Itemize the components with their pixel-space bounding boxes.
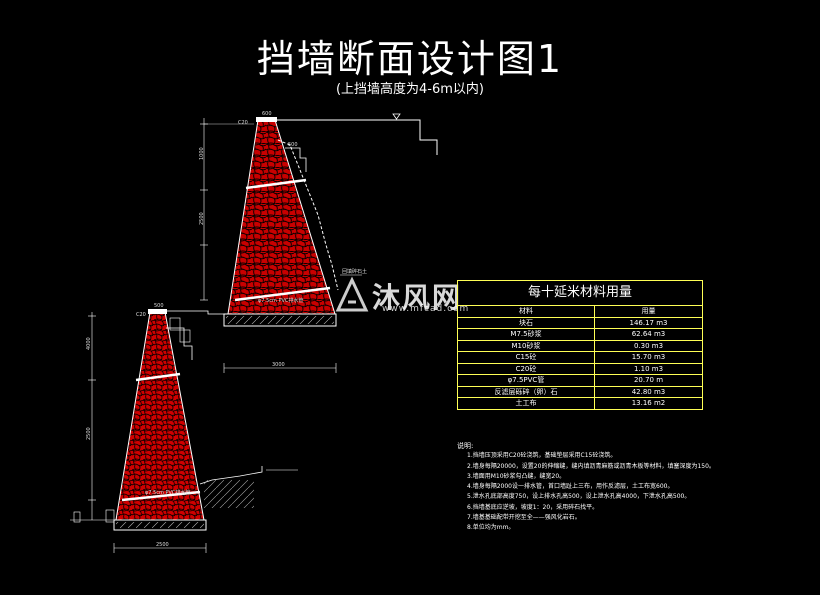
table-cell-quantity: 62.64 m3 [631, 330, 666, 338]
design-notes: 说明: 1.挡墙压顶采用C20砼浇筑，基础垫层采用C15砼浇筑。 2.墙身每隔2… [457, 441, 715, 534]
table-cell-quantity: 13.16 m2 [631, 399, 666, 407]
table-cell-quantity: 0.30 m3 [633, 341, 664, 350]
table-cell-material: M10砂浆 [458, 340, 595, 351]
upper-dim-2: 2500 [199, 212, 205, 225]
lower-pvc-label: φ7.5cm PVC排水管 [145, 489, 190, 496]
upper-c20-label: C20 [238, 120, 248, 126]
table-cell-material: 土工布 [458, 398, 595, 409]
lower-dim-1: 4000 [86, 337, 92, 350]
material-table: 每十延米材料用量 材料 用量 块石 146.17 m3 M7.5砂浆 62.64… [457, 280, 703, 410]
note-line: 4.墙身每隔2000设一排水管，首口墙趾上三布，用作反滤层，土工布宽600。 [467, 483, 674, 491]
table-cell-quantity: 42.80 m3 [631, 387, 666, 396]
note-line: 3.墙面用M10砂浆勾凸缝，缝宽20。 [467, 472, 566, 480]
upper-joint-1 [245, 178, 307, 190]
table-row: φ7.5PVC管 20.70 m [458, 375, 702, 387]
table-row: C15砼 15.70 m3 [458, 352, 702, 364]
lower-base-hatch [116, 522, 204, 528]
upper-mid-width: 500 [288, 142, 298, 148]
watermark-text: 沐风网 [372, 281, 463, 314]
col-header-material: 材料 [458, 306, 595, 317]
drawing-subtitle: (上挡墙高度为4-6m以内) [335, 82, 485, 97]
watermark-logo-icon [335, 276, 369, 312]
lower-c20-label: C20 [136, 312, 146, 318]
fill-note: 回填碎石土 [342, 268, 367, 275]
table-cell-quantity: 1.10 m3 [633, 364, 664, 373]
table-cell-quantity: 15.70 m3 [631, 353, 666, 361]
lower-wall-body [115, 311, 205, 521]
table-row: 土工布 13.16 m2 [458, 398, 702, 409]
watermark-url: www.mfcad.com [382, 304, 470, 314]
lower-base-width: 2500 [156, 542, 169, 548]
upper-pvc-label: φ7.5cm PVC排水管 [258, 297, 303, 304]
table-cell-material: M7.5砂浆 [458, 329, 595, 340]
upper-base-hatch [226, 316, 334, 324]
note-line: 7.墙基基础配带开挖至全——强风化岩石。 [467, 514, 581, 522]
material-table-title: 每十延米材料用量 [458, 281, 702, 306]
table-cell-material: 反滤层砾碎（卵）石 [458, 386, 595, 397]
note-line: 2.墙身每隔20000，设置20的伸缩缝，缝内填沥青麻筋或沥青木板等材料，填塞深… [467, 462, 715, 470]
lower-dim-2: 2500 [86, 427, 92, 440]
upper-dim-1: 1000 [199, 147, 205, 160]
table-cell-quantity: 20.70 m [633, 376, 664, 384]
table-cell-material: φ7.5PVC管 [458, 375, 595, 386]
lower-joint-2 [121, 490, 201, 502]
table-cell-material: C20砼 [458, 363, 595, 374]
col-header-quantity: 用量 [641, 307, 656, 315]
table-row: 块石 146.17 m3 [458, 317, 702, 329]
lower-top-width: 500 [154, 303, 164, 309]
upper-joint-2 [234, 286, 331, 302]
note-line: 6.挡墙基底应逆坡，坡度1：20，采用碎石找平。 [467, 503, 599, 511]
lower-coping [148, 309, 167, 314]
note-line: 1.挡墙压顶采用C20砼浇筑，基础垫层采用C15砼浇筑。 [467, 452, 617, 460]
table-cell-quantity: 146.17 m3 [629, 318, 668, 327]
table-row: C20砼 1.10 m3 [458, 363, 702, 375]
lower-joint-1 [135, 372, 181, 382]
upper-top-width: 600 [262, 111, 272, 117]
table-row: 反滤层砾碎（卵）石 42.80 m3 [458, 386, 702, 398]
upper-coping [256, 117, 277, 122]
table-cell-material: 块石 [458, 317, 595, 328]
table-row: M7.5砂浆 62.64 m3 [458, 329, 702, 341]
note-line: 5.泄水孔底部高度750，设上排水孔高500，设上泄水孔高4000，下泄水孔高5… [467, 493, 691, 501]
material-table-header: 材料 用量 [458, 306, 702, 318]
note-line: 8.单位均为mm。 [467, 524, 515, 532]
table-row: M10砂浆 0.30 m3 [458, 340, 702, 352]
drawing-title: 挡墙断面设计图1 [256, 37, 564, 81]
notes-heading: 说明: [457, 442, 474, 450]
table-cell-material: C15砼 [458, 352, 595, 363]
upper-base-width: 3000 [272, 362, 285, 368]
